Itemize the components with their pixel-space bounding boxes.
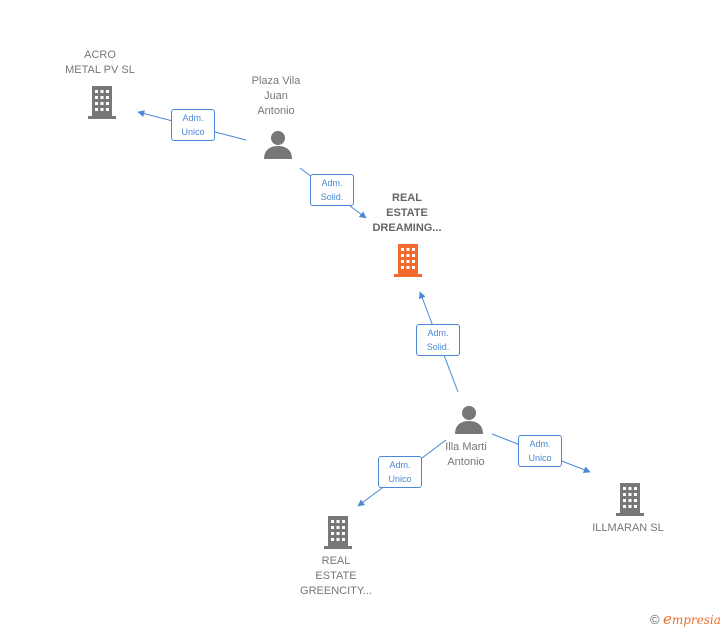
building-icon[interactable] <box>392 242 424 278</box>
edge-label-plaza-dreaming[interactable]: Adm. Solid. <box>310 174 354 206</box>
person-icon[interactable] <box>453 405 485 435</box>
edge-label-illa-illmaran[interactable]: Adm. Unico <box>518 435 562 467</box>
node-label-plaza: Plaza Vila Juan Antonio <box>251 75 301 117</box>
edge-label-illa-greencity[interactable]: Adm. Unico <box>378 456 422 488</box>
building-icon[interactable] <box>322 514 354 550</box>
building-icon[interactable] <box>86 84 118 120</box>
node-label-illa: Illa Marti Antonio <box>445 441 487 468</box>
node-label-illmaran: ILLMARAN SL <box>592 522 664 534</box>
edge-label-illa-dreaming[interactable]: Adm. Solid. <box>416 324 460 356</box>
node-label-greencity: REAL ESTATE GREENCITY... <box>300 555 372 597</box>
brand-watermark: © empresia <box>650 610 721 628</box>
node-label-real-estate-dreaming: REAL ESTATE DREAMING... <box>372 192 442 234</box>
brand-initial: e <box>662 610 672 628</box>
edge-label-plaza-acro[interactable]: Adm. Unico <box>171 109 215 141</box>
person-icon[interactable] <box>262 130 294 160</box>
brand-name: mpresia <box>671 613 721 627</box>
building-icon[interactable] <box>614 481 646 517</box>
node-label-acro: ACRO METAL PV SL <box>65 49 135 76</box>
copyright-symbol: © <box>650 612 660 627</box>
